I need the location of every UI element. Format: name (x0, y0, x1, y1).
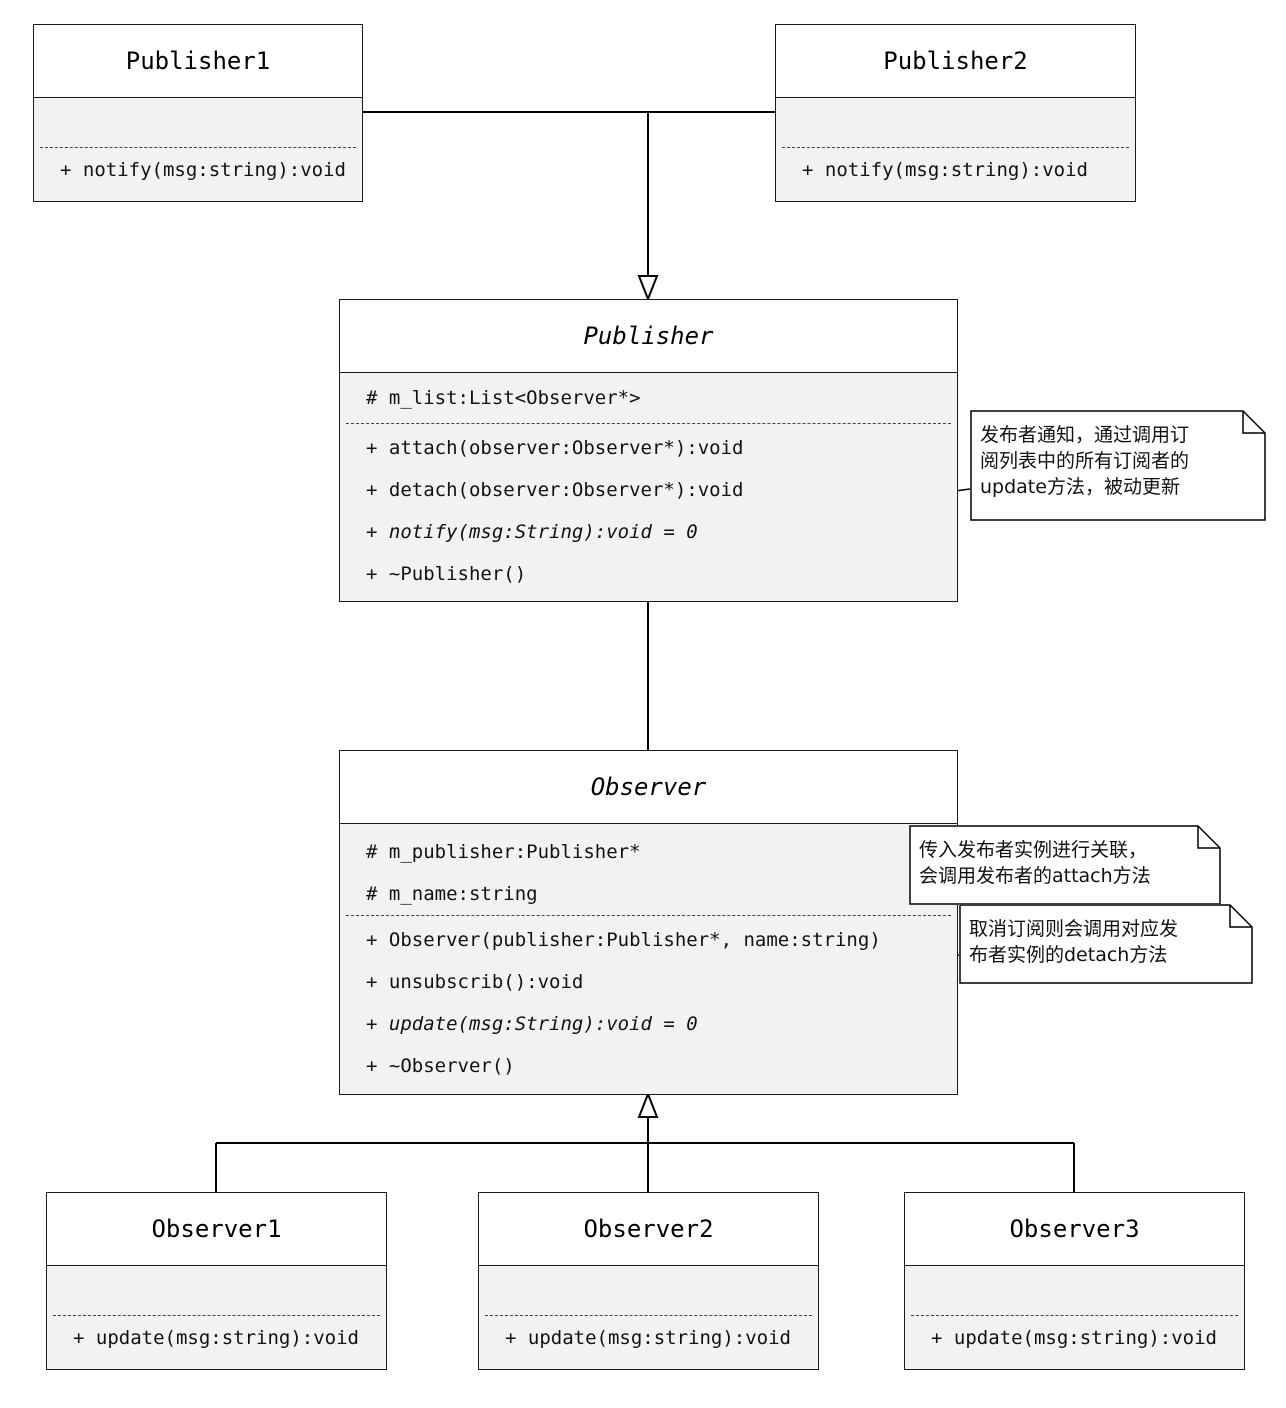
method-unsubscrib: + unsubscrib():void (366, 971, 584, 993)
method-destructor: + ~Observer() (366, 1055, 515, 1077)
method-destructor: + ~Publisher() (366, 563, 527, 585)
note-frame (970, 410, 1266, 521)
attribute-compartment (905, 1266, 1244, 1315)
notify-note: 发布者通知，通过调用订 阅列表中的所有订阅者的 update方法，被动更新 (970, 410, 1266, 521)
method-attach: + attach(observer:Observer*):void (366, 437, 744, 459)
compartment-separator (782, 147, 1129, 148)
compartment-separator (346, 423, 951, 424)
attribute-m-name: # m_name:string (366, 883, 538, 905)
compartment-separator (53, 1315, 380, 1316)
note-text: 取消订阅则会调用对应发 布者实例的detach方法 (969, 918, 1179, 966)
compartment-separator (911, 1315, 1238, 1316)
class-name: Observer2 (479, 1193, 818, 1266)
method-notify: + notify(msg:string):void (802, 159, 1088, 181)
publisher-generalization-arrowhead (637, 275, 659, 302)
publisher-class: Publisher # m_list:List<Observer*> + att… (339, 299, 958, 602)
compartment-separator (40, 147, 356, 148)
method-update: + update(msg:String):void = 0 (366, 1013, 698, 1035)
class-name: Observer (340, 751, 957, 824)
method-update: + update(msg:string):void (73, 1327, 359, 1349)
attribute-m-publisher: # m_publisher:Publisher* (366, 841, 641, 863)
publisher1-class: Publisher1 + notify(msg:string):void (33, 24, 363, 202)
observer2-class: Observer2 + update(msg:string):void (478, 1192, 819, 1370)
method-constructor: + Observer(publisher:Publisher*, name:st… (366, 929, 881, 951)
constructor-note: 传入发布者实例进行关联， 会调用发布者的attach方法 (909, 825, 1221, 905)
attribute-compartment (776, 98, 1135, 147)
observer-class: Observer # m_publisher:Publisher* # m_na… (339, 750, 958, 1095)
compartment-separator (346, 915, 951, 916)
class-name: Observer1 (47, 1193, 386, 1266)
class-name: Publisher2 (776, 25, 1135, 98)
attribute-m-list: # m_list:List<Observer*> (366, 387, 641, 409)
observer3-class: Observer3 + update(msg:string):void (904, 1192, 1245, 1370)
note-text: 发布者通知，通过调用订 阅列表中的所有订阅者的 update方法，被动更新 (980, 424, 1190, 498)
note-frame (959, 904, 1253, 984)
unsubscribe-note: 取消订阅则会调用对应发 布者实例的detach方法 (959, 904, 1253, 984)
compartment-separator (485, 1315, 812, 1316)
class-name: Observer3 (905, 1193, 1244, 1266)
method-detach: + detach(observer:Observer*):void (366, 479, 744, 501)
observer-generalization-arrowhead (637, 1091, 659, 1118)
class-name: Publisher1 (34, 25, 362, 98)
method-update: + update(msg:string):void (505, 1327, 791, 1349)
method-notify: + notify(msg:String):void = 0 (366, 521, 698, 543)
class-name: Publisher (340, 300, 957, 373)
observer1-class: Observer1 + update(msg:string):void (46, 1192, 387, 1370)
note-frame (909, 825, 1221, 905)
publisher2-class: Publisher2 + notify(msg:string):void (775, 24, 1136, 202)
method-update: + update(msg:string):void (931, 1327, 1217, 1349)
attribute-compartment (47, 1266, 386, 1315)
method-notify: + notify(msg:string):void (60, 159, 346, 181)
attribute-compartment (479, 1266, 818, 1315)
attribute-compartment (34, 98, 362, 147)
note-text: 传入发布者实例进行关联， 会调用发布者的attach方法 (919, 839, 1151, 887)
